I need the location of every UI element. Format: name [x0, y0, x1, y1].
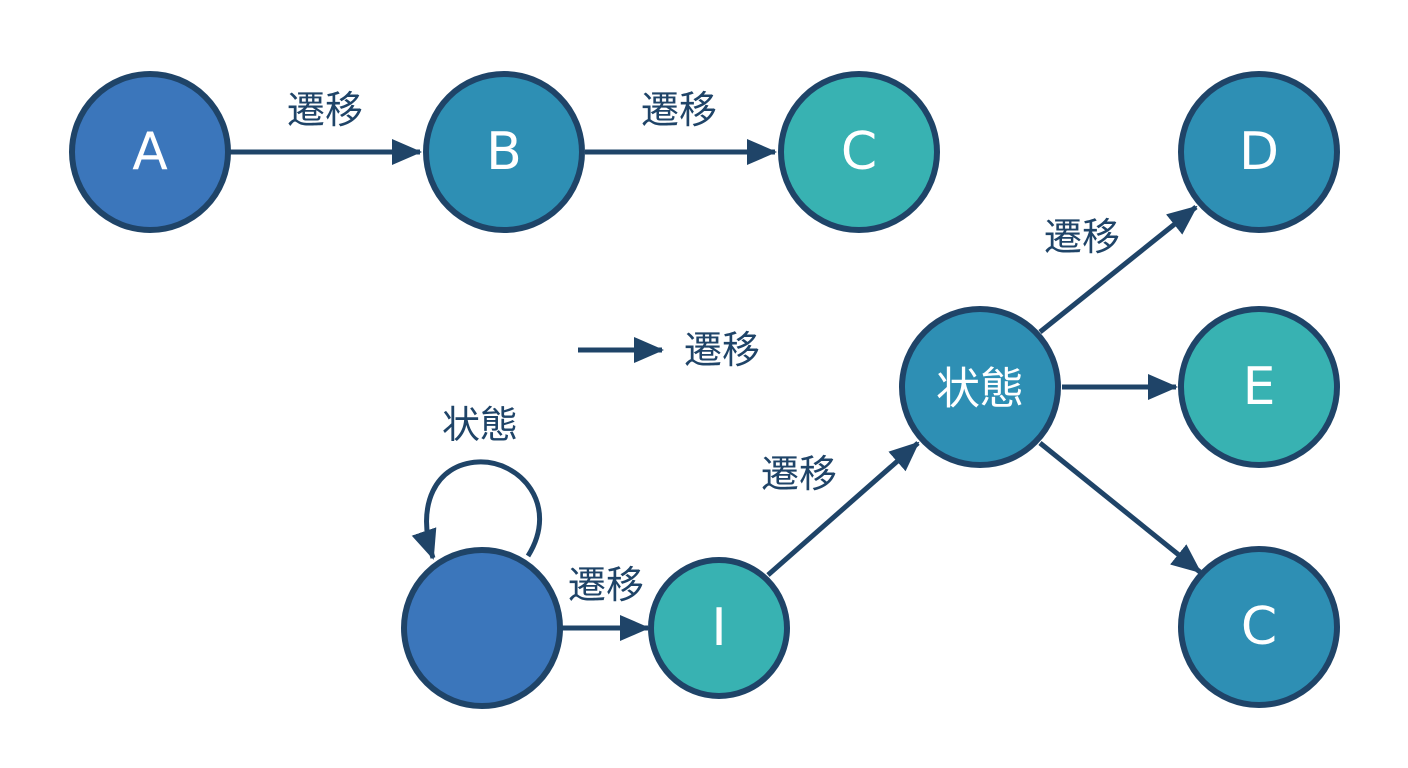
node-c-bottom: C [1178, 546, 1340, 708]
node-c-bottom-label: C [1241, 597, 1277, 657]
edge-b-to-c-label: 遷移 [641, 88, 717, 132]
node-e-label: E [1243, 357, 1276, 417]
node-d: D [1178, 71, 1340, 233]
node-b-label: B [486, 122, 522, 182]
node-hub: 状態 [899, 306, 1061, 468]
node-start [401, 547, 563, 709]
legend-label: 遷移 [684, 328, 760, 372]
edge-hub-to-d [1038, 205, 1198, 334]
self-loop-label: 状態 [442, 403, 518, 447]
edge-i-to-hub [766, 441, 920, 577]
edge-hub-to-d-label: 遷移 [1044, 215, 1120, 259]
edge-i-to-hub-label: 遷移 [761, 452, 837, 496]
edge-hub-to-c [1038, 441, 1202, 574]
node-d-label: D [1239, 122, 1279, 182]
edge-a-to-b-label: 遷移 [287, 88, 363, 132]
node-i: I [648, 557, 790, 699]
node-a: A [69, 71, 231, 233]
self-loop-arrow [411, 459, 543, 560]
node-i-label: I [711, 598, 726, 658]
edge-start-to-i-label: 遷移 [568, 563, 644, 607]
node-c-top: C [778, 71, 940, 233]
node-c-top-label: C [841, 122, 877, 182]
node-hub-label: 状態 [936, 364, 1024, 415]
node-a-label: A [132, 122, 168, 182]
node-e: E [1178, 306, 1340, 468]
node-b: B [423, 71, 585, 233]
